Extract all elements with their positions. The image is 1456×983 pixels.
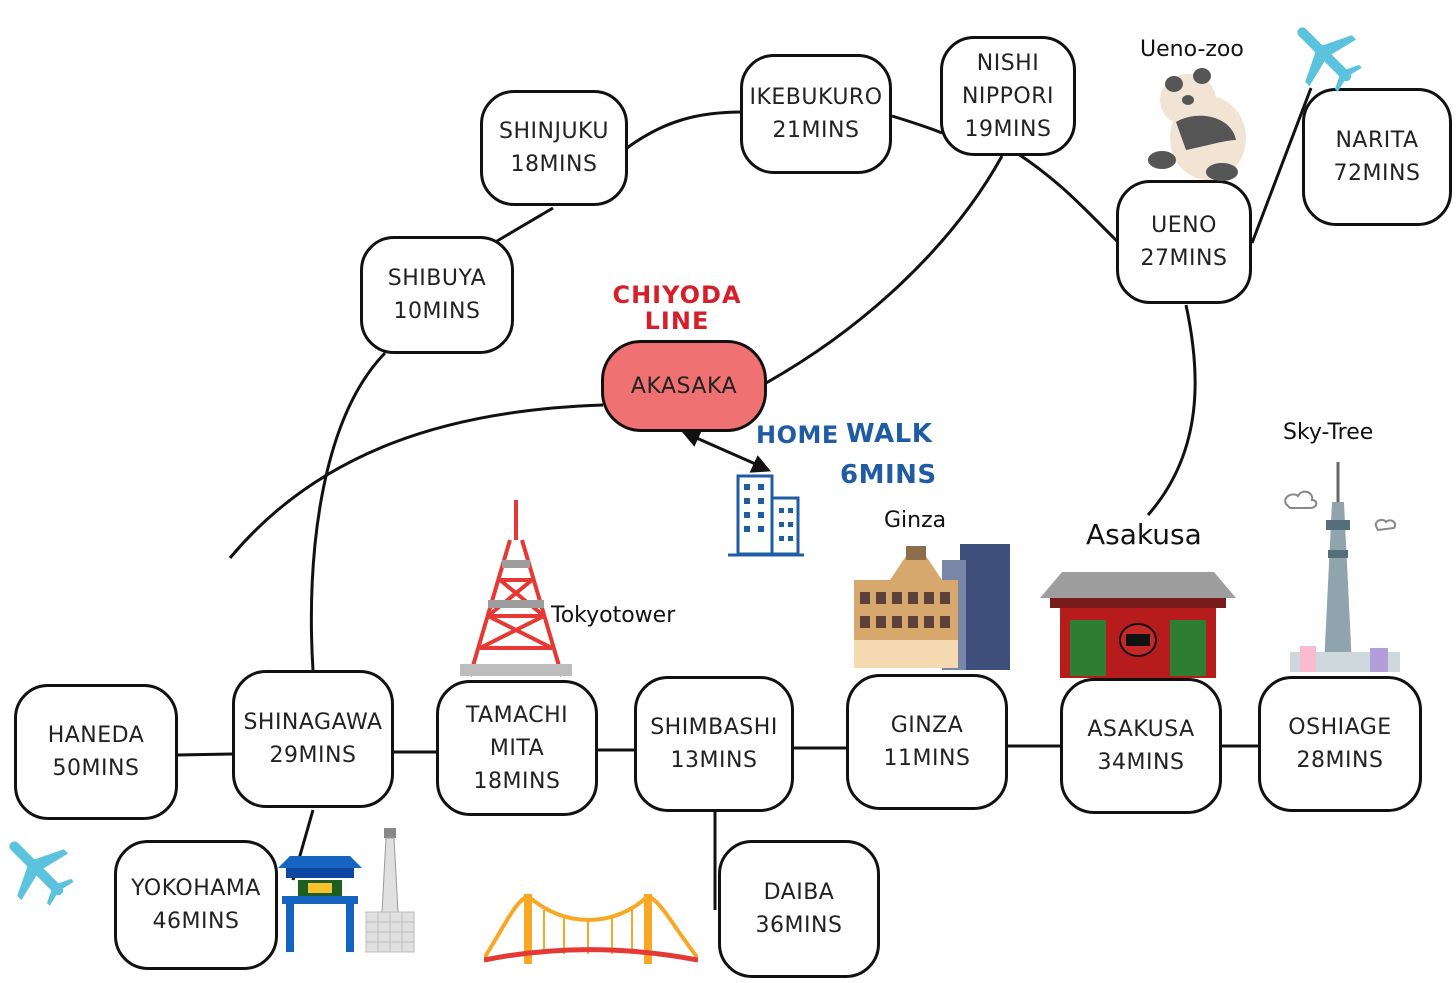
station-time: 18MINS: [510, 152, 598, 177]
line-loop: [309, 351, 387, 671]
station-yokohama[interactable]: YOKOHAMA 46MINS: [114, 840, 278, 970]
station-time: 18MINS: [473, 768, 561, 794]
line-loop: [1146, 304, 1197, 516]
station-name: HANEDA: [47, 723, 145, 748]
sky-tree-icon: [1284, 462, 1400, 672]
walk-label: WALK: [846, 419, 933, 449]
ginza-building-icon: [854, 544, 1010, 670]
station-time: 36MINS: [755, 913, 843, 938]
station-name: SHINAGAWA: [243, 710, 383, 735]
station-name: AKASAKA: [630, 373, 738, 399]
station-ueno[interactable]: UENO 27MINS: [1116, 180, 1252, 304]
line-loop: [496, 206, 554, 243]
station-name: NARITA: [1335, 128, 1419, 153]
station-name: NISHI: [976, 50, 1040, 76]
station-shibuya[interactable]: SHIBUYA 10MINS: [360, 236, 514, 354]
panda-icon: [1148, 68, 1246, 181]
walk-time: 6MINS: [840, 460, 937, 490]
station-daiba[interactable]: DAIBA 36MINS: [718, 840, 880, 978]
station-name: GINZA: [890, 713, 964, 738]
station-haneda[interactable]: HANEDA 50MINS: [14, 684, 178, 820]
line-loop: [891, 114, 943, 135]
station-name: NIPPORI: [961, 83, 1055, 109]
station-oshiage[interactable]: OSHIAGE 28MINS: [1258, 676, 1422, 812]
station-name: SHINJUKU: [499, 119, 609, 144]
landmark-ginza-label: Ginza: [884, 508, 947, 533]
line-name-top: CHIYODA: [612, 281, 742, 309]
station-time: 34MINS: [1097, 750, 1185, 775]
station-time: 10MINS: [393, 299, 481, 324]
station-ginza[interactable]: GINZA 11MINS: [846, 674, 1008, 810]
landmark-tokyo-tower-label: Tokyotower: [551, 603, 676, 628]
station-time: 13MINS: [670, 748, 758, 773]
station-name: DAIBA: [763, 880, 835, 905]
line-loop: [626, 110, 743, 150]
station-name: OSHIAGE: [1288, 715, 1392, 740]
station-time: 19MINS: [964, 116, 1052, 142]
rainbow-bridge-icon: [484, 893, 698, 964]
chinatown-gate-icon: [278, 856, 362, 952]
walk-arrow: [680, 429, 772, 473]
tokyo-tower-icon: [460, 500, 572, 677]
station-name: YOKOHAMA: [131, 876, 261, 901]
station-time: 21MINS: [772, 118, 860, 143]
line-name-bottom: LINE: [644, 307, 710, 335]
chiyoda-line-label: CHIYODA LINE: [612, 282, 742, 334]
line-loop: [1011, 148, 1120, 244]
station-time: 50MINS: [52, 756, 140, 781]
station-name: SHIMBASHI: [650, 715, 778, 740]
asakusa-gate-icon: [1040, 572, 1236, 678]
home-label: HOME: [756, 421, 839, 449]
landmark-sky-tree-label: Sky-Tree: [1283, 420, 1374, 445]
station-akasaka[interactable]: AKASAKA: [601, 340, 767, 432]
station-time: 29MINS: [269, 743, 357, 768]
line-chiyoda-sw: [228, 403, 604, 559]
station-ikebukuro[interactable]: IKEBUKURO 21MINS: [740, 54, 892, 174]
landmark-asakusa-label: Asakusa: [1086, 518, 1202, 551]
airplane-icon: [1297, 27, 1362, 92]
station-narita[interactable]: NARITA 72MINS: [1302, 88, 1452, 226]
station-name: ASAKUSA: [1087, 717, 1195, 742]
station-shinagawa[interactable]: SHINAGAWA 29MINS: [232, 670, 394, 808]
line-narita: [1250, 87, 1313, 244]
station-asakusa[interactable]: ASAKUSA 34MINS: [1060, 678, 1222, 814]
marine-tower-icon: [365, 828, 415, 953]
station-name: UENO: [1151, 213, 1217, 238]
station-time: 46MINS: [152, 909, 240, 934]
station-time: 72MINS: [1333, 161, 1421, 186]
station-time: 28MINS: [1296, 748, 1384, 773]
station-time: 11MINS: [883, 746, 971, 771]
station-shinjuku[interactable]: SHINJUKU 18MINS: [480, 90, 628, 206]
line-chiyoda-nw: [765, 155, 1004, 385]
landmark-ueno-zoo-label: Ueno-zoo: [1140, 37, 1244, 62]
station-shimbashi[interactable]: SHIMBASHI 13MINS: [634, 676, 794, 812]
station-name: SHIBUYA: [387, 266, 487, 291]
line-bottom: [176, 752, 233, 757]
station-name: IKEBUKURO: [749, 85, 883, 110]
airplane-icon: [9, 841, 74, 906]
station-nishi-nippori[interactable]: NISHI NIPPORI 19MINS: [940, 36, 1076, 156]
station-name: MITA: [489, 735, 545, 761]
station-tamachi-mita[interactable]: TAMACHI MITA 18MINS: [436, 680, 598, 816]
station-time: 27MINS: [1140, 246, 1228, 271]
station-name: TAMACHI: [465, 702, 569, 728]
building-icon: [728, 474, 804, 557]
